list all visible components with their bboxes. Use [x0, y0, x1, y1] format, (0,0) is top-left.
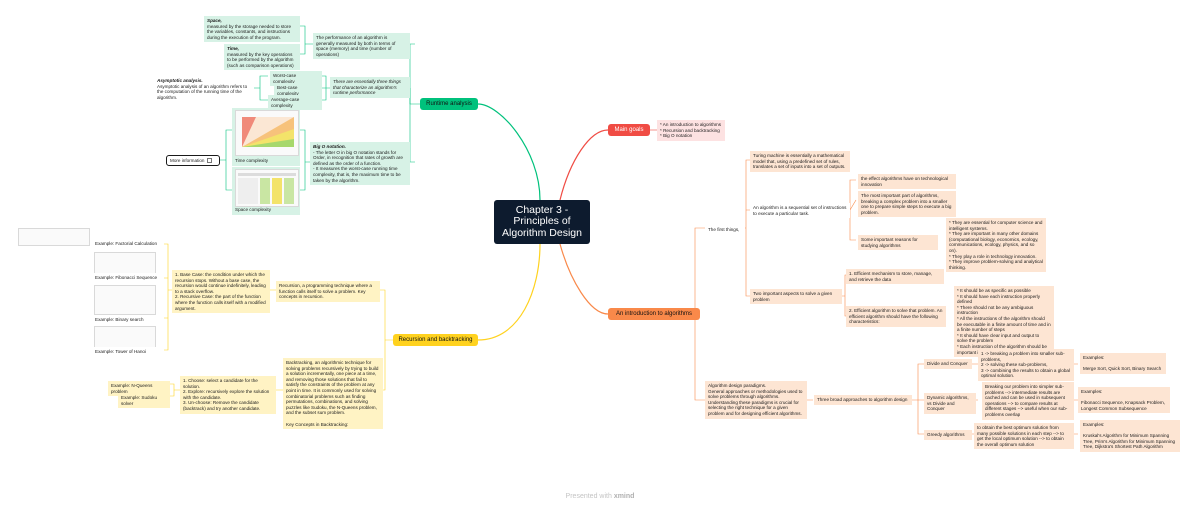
two-aspects-node[interactable]: Two important aspects to solve a given p…	[750, 289, 842, 305]
space-complexity-table-image	[235, 169, 299, 207]
efficient-mechanism-node[interactable]: 1. Efficient mechanism to store, manage,…	[846, 269, 944, 285]
main-goals-text: * An introduction to algorithms * Recurs…	[660, 122, 722, 139]
branch-intro-algorithms[interactable]: An introduction to algorithms	[608, 308, 700, 320]
binary-search-code-image	[94, 285, 156, 315]
efficient-mechanism-text: 1. Efficient mechanism to store, manage,…	[849, 271, 933, 282]
greedy-examples-text: Examples: Kruskal's Algorithm for Minimu…	[1083, 422, 1176, 450]
recursion-key-concepts-node[interactable]: 1. Base Case: the condition under which …	[172, 270, 270, 314]
binary-search-example-node[interactable]: Example: Binary search	[92, 315, 164, 325]
characteristics-list-node[interactable]: * It should be as specific as possible *…	[954, 286, 1054, 358]
three-approaches-node[interactable]: Three broad approaches to algorithm desi…	[814, 395, 912, 405]
characteristics-list-text: * It should be as specific as possible *…	[957, 288, 1051, 355]
big-o-text: - The letter O in big O notation stands …	[313, 149, 403, 183]
hanoi-example-node[interactable]: Example: Tower of Hanoi	[92, 347, 164, 357]
backtracking-definition-node[interactable]: Backtracking, an algorithmic technique f…	[283, 358, 383, 430]
performance-text: The performance of an algorithm is gener…	[316, 35, 396, 57]
divide-examples-node[interactable]: Examples: Merge Sort, Quick Sort, Binary…	[1080, 353, 1166, 374]
big-o-title: Big O notation.	[313, 144, 346, 149]
dynamic-examples-text: Examples: Fibonacci Sequence, Knapsack P…	[1081, 389, 1166, 411]
recursion-key-concepts-text: 1. Base Case: the condition under which …	[175, 272, 266, 311]
time-complexity-node[interactable]: Time complexity	[232, 108, 300, 166]
divide-steps-text: 1 -> breaking a problem into smaller sub…	[981, 351, 1070, 379]
footer-prefix: Presented with	[565, 493, 612, 500]
big-o-node[interactable]: Big O notation. - The letter O in big O …	[310, 142, 410, 186]
factorial-code-image	[18, 228, 90, 246]
greedy-algorithms-node[interactable]: Greedy algorithms	[924, 430, 972, 440]
complexity-table-icon	[238, 173, 296, 204]
dynamic-description-text: Breaking our problem into simpler sub-pr…	[985, 384, 1068, 417]
fibonacci-example-node[interactable]: Example: Fibonacci Sequence	[92, 273, 164, 283]
xmind-logo-text[interactable]: xmind	[613, 493, 635, 500]
branch-recursion-backtracking[interactable]: Recursion and backtracking	[393, 334, 478, 346]
algorithm-definition-node[interactable]: An algorithm is a sequential set of inst…	[750, 203, 850, 219]
space-complexity-label: Space complexity	[235, 207, 272, 212]
more-information-button[interactable]: More information	[166, 155, 220, 166]
best-case-node[interactable]: Best-case complexity	[274, 83, 322, 99]
time-complexity-chart-image	[235, 110, 299, 156]
greedy-description-node[interactable]: to obtain the best optimum solution from…	[974, 423, 1074, 450]
space-text: measured by the storage needed to store …	[207, 23, 292, 40]
average-case-node[interactable]: Average-case complexity	[268, 95, 322, 111]
more-information-label: More information	[170, 158, 205, 163]
divide-steps-node[interactable]: 1 -> breaking a problem into smaller sub…	[978, 349, 1074, 381]
turing-machine-text: Turing machine is essentially a mathemat…	[753, 153, 846, 170]
space-complexity-node[interactable]: Space complexity	[232, 167, 300, 215]
time-text: measured by the key operations to be per…	[227, 51, 294, 68]
dynamic-algorithms-text: Dynamic algorithms, vs Divide and Conque…	[927, 395, 969, 412]
effect-node[interactable]: the effect algorithms have on technologi…	[858, 174, 956, 190]
asymptotic-node[interactable]: Asymptotic analysis. Asymptotic analysis…	[154, 76, 254, 103]
reasons-list-node[interactable]: * They are essential for computer scienc…	[946, 218, 1046, 273]
greedy-description-text: to obtain the best optimum solution from…	[977, 425, 1064, 447]
dynamic-examples-node[interactable]: Examples: Fibonacci Sequence, Knapsack P…	[1078, 387, 1170, 414]
space-title: Space,	[207, 18, 222, 23]
factorial-example-node[interactable]: Example: Factorial Calculation	[92, 228, 164, 248]
worst-case-node[interactable]: Worst-case complexity	[270, 71, 322, 87]
design-paradigms-text: Algorithm design paradigms. General appr…	[708, 383, 803, 416]
asymptotic-title: Asymptotic analysis.	[157, 78, 203, 83]
growth-chart-icon	[242, 117, 294, 147]
three-things-text: There are essentially three things that …	[333, 79, 401, 96]
presented-with-footer: Presented with xmind	[0, 493, 1200, 500]
nqueens-example-node[interactable]: Example: N-Queens problem	[108, 381, 170, 397]
factorial-example-label: Example: Factorial Calculation	[95, 241, 158, 247]
time-title: Time,	[227, 46, 239, 51]
time-complexity-label: Time complexity	[235, 158, 269, 163]
reasons-label-node[interactable]: Some important reasons for studying algo…	[858, 235, 938, 251]
time-node[interactable]: Time, measured by the key operations to …	[224, 44, 300, 71]
backtracking-definition-text: Backtracking, an algorithmic technique f…	[286, 360, 379, 427]
effect-text: the effect algorithms have on technologi…	[861, 176, 948, 187]
turing-machine-node[interactable]: Turing machine is essentially a mathemat…	[750, 151, 850, 172]
hanoi-code-image	[94, 326, 156, 348]
dynamic-algorithms-node[interactable]: Dynamic algorithms, vs Divide and Conque…	[924, 393, 976, 414]
efficient-algorithm-text: 2. Efficient algorithm to solve that pro…	[849, 308, 943, 325]
backtracking-steps-node[interactable]: 1. Choose: select a candidate for the so…	[180, 376, 276, 414]
important-part-node[interactable]: The most important part of algorithms, b…	[858, 191, 956, 218]
performance-node[interactable]: The performance of an algorithm is gener…	[313, 33, 410, 60]
recursion-definition-node[interactable]: Recursion, a programming technique where…	[276, 281, 380, 302]
space-node[interactable]: Space, measured by the storage needed to…	[204, 16, 300, 43]
efficient-algorithm-node[interactable]: 2. Efficient algorithm to solve that pro…	[846, 306, 946, 327]
reasons-list-text: * They are essential for computer scienc…	[949, 220, 1043, 270]
design-paradigms-node[interactable]: Algorithm design paradigms. General appr…	[705, 381, 807, 419]
three-things-node[interactable]: There are essentially three things that …	[330, 77, 410, 98]
important-part-text: The most important part of algorithms, b…	[861, 193, 952, 215]
main-goals-list[interactable]: * An introduction to algorithms * Recurs…	[657, 120, 725, 141]
greedy-examples-node[interactable]: Examples: Kruskal's Algorithm for Minimu…	[1080, 420, 1180, 452]
root-topic[interactable]: Chapter 3 - Principles of Algorithm Desi…	[494, 200, 590, 244]
first-things-node[interactable]: The first things,	[705, 225, 745, 235]
reasons-label-text: Some important reasons for studying algo…	[861, 237, 918, 248]
asymptotic-text: Asymptotic analysis of an algorithm refe…	[157, 83, 248, 100]
recursion-definition-text: Recursion, a programming technique where…	[279, 283, 372, 300]
branch-runtime-analysis[interactable]: Runtime analysis	[420, 98, 478, 110]
dynamic-description-node[interactable]: Breaking our problem into simpler sub-pr…	[982, 382, 1074, 420]
divide-conquer-node[interactable]: Divide and Conquer	[924, 359, 972, 369]
algorithm-definition-text: An algorithm is a sequential set of inst…	[753, 205, 847, 216]
two-aspects-text: Two important aspects to solve a given p…	[753, 291, 833, 302]
sudoku-example-node[interactable]: Example: Sudoku solver	[118, 393, 170, 409]
fibonacci-code-image	[94, 252, 156, 274]
divide-examples-text: Examples: Merge Sort, Quick Sort, Binary…	[1083, 355, 1162, 372]
external-link-icon	[207, 158, 213, 164]
branch-main-goals[interactable]: Main goals	[608, 124, 650, 136]
backtracking-steps-text: 1. Choose: select a candidate for the so…	[183, 378, 270, 411]
